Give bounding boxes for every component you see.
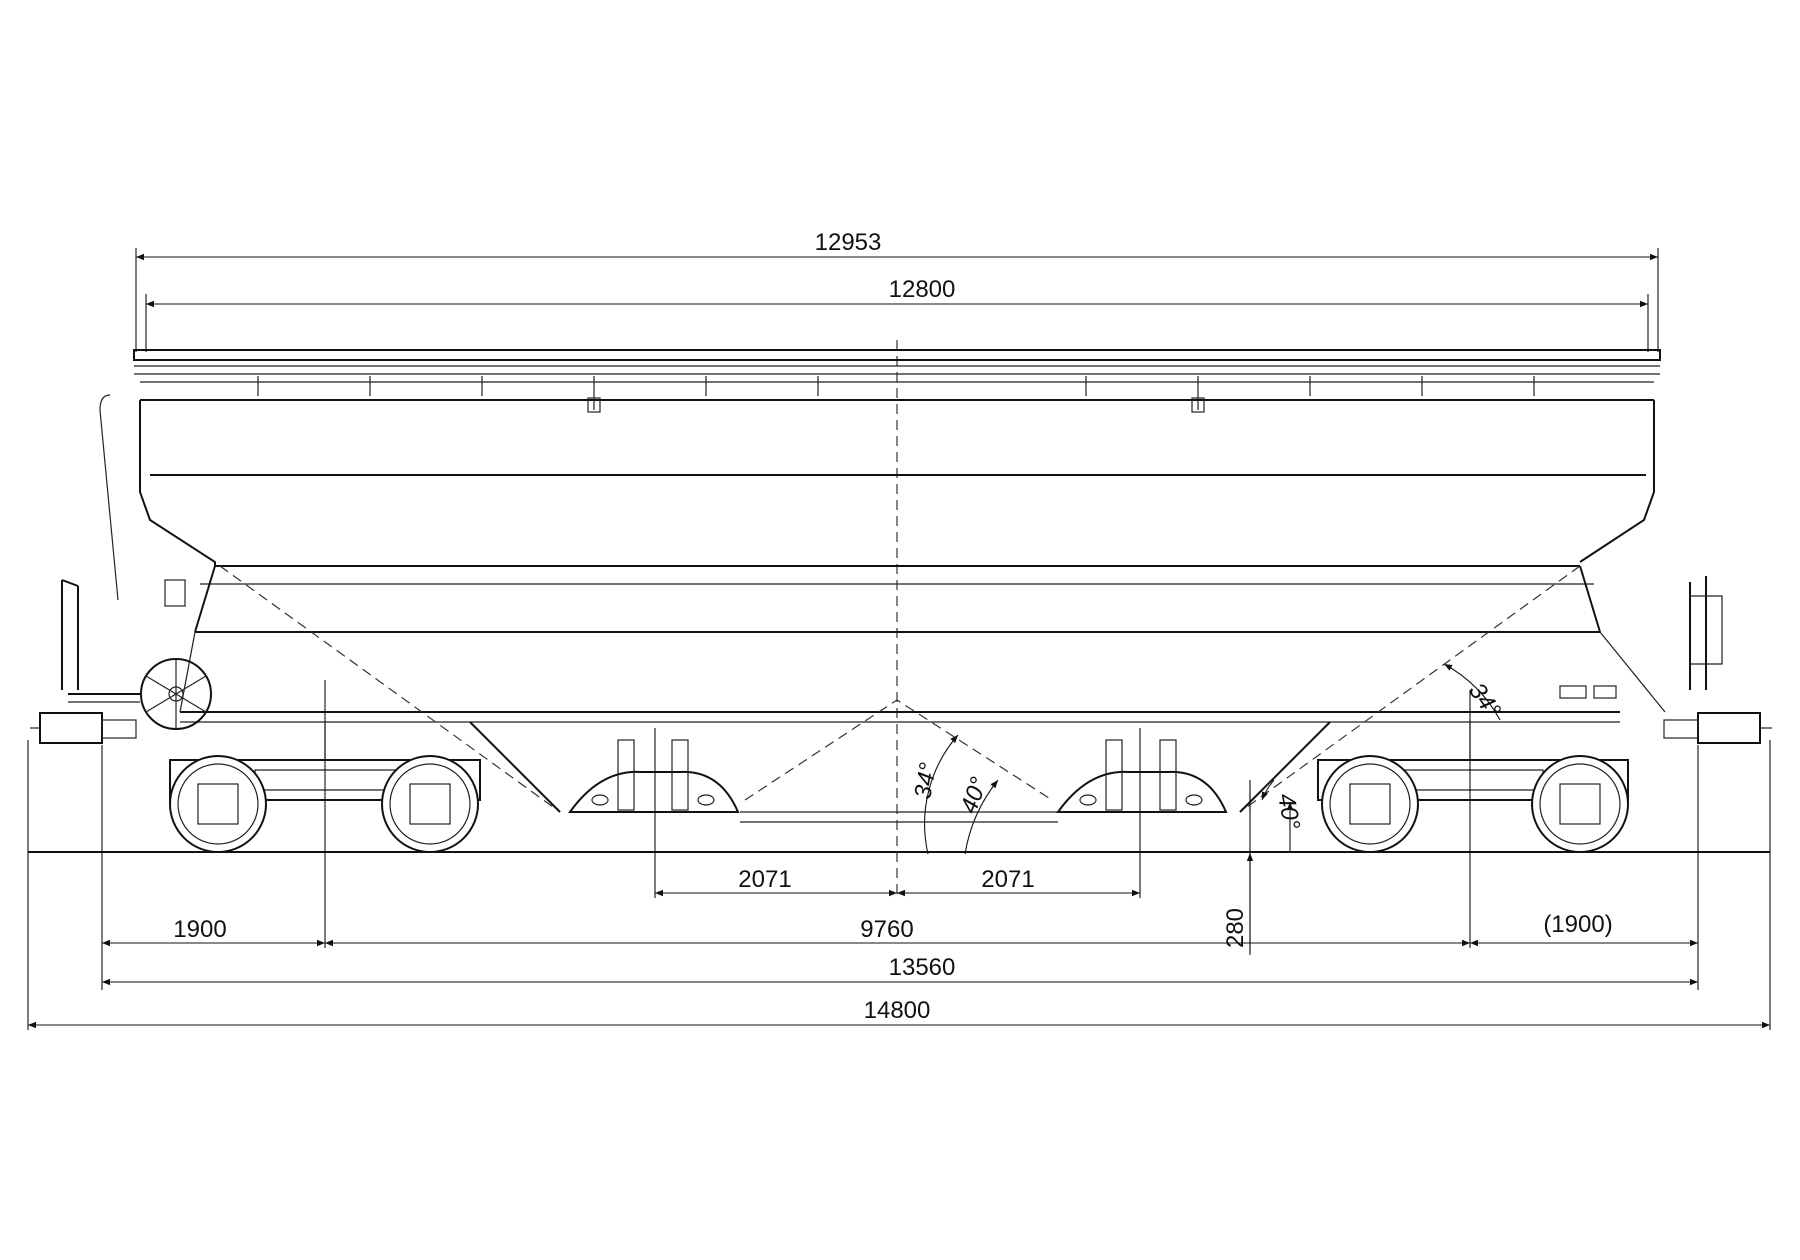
dim-outlet-height: 280 — [1222, 908, 1249, 948]
wheel-1 — [169, 755, 267, 853]
car-body — [139, 400, 1666, 723]
ladder-left — [61, 394, 186, 703]
roof — [133, 349, 1661, 413]
dim-outlet-offset-left: 2071 — [738, 866, 791, 893]
dim-length-over-buffers: 13560 — [889, 954, 956, 981]
angle-slope-center-left: 34° — [909, 760, 942, 801]
handbrake-wheel — [140, 658, 212, 730]
angle-slope-end-lower: 40° — [1272, 791, 1305, 832]
buffer-left — [30, 712, 137, 744]
wheel-4 — [1531, 755, 1629, 853]
outlet-right — [1056, 739, 1228, 813]
wheel-3 — [1321, 755, 1419, 853]
angle-slope-center-right: 40° — [955, 773, 993, 817]
dimension-lines — [28, 253, 1770, 1029]
extension-lines — [27, 248, 1771, 1030]
ladder-right — [1559, 576, 1723, 699]
dim-bogie-offset-right: (1900) — [1543, 911, 1612, 938]
buffer-right — [1663, 712, 1772, 744]
dim-body-length: 12800 — [889, 276, 956, 303]
wheel-2 — [381, 755, 479, 853]
dim-outlet-offset-right: 2071 — [981, 866, 1034, 893]
outlet-left — [568, 739, 740, 813]
dim-over-roof-length: 12953 — [815, 229, 882, 256]
dim-bogie-offset-left: 1900 — [173, 916, 226, 943]
hopper-slopes — [219, 565, 1581, 823]
dim-bogie-center-distance: 9760 — [860, 916, 913, 943]
dim-overall-length: 14800 — [864, 997, 931, 1024]
angle-arcs — [924, 663, 1501, 855]
